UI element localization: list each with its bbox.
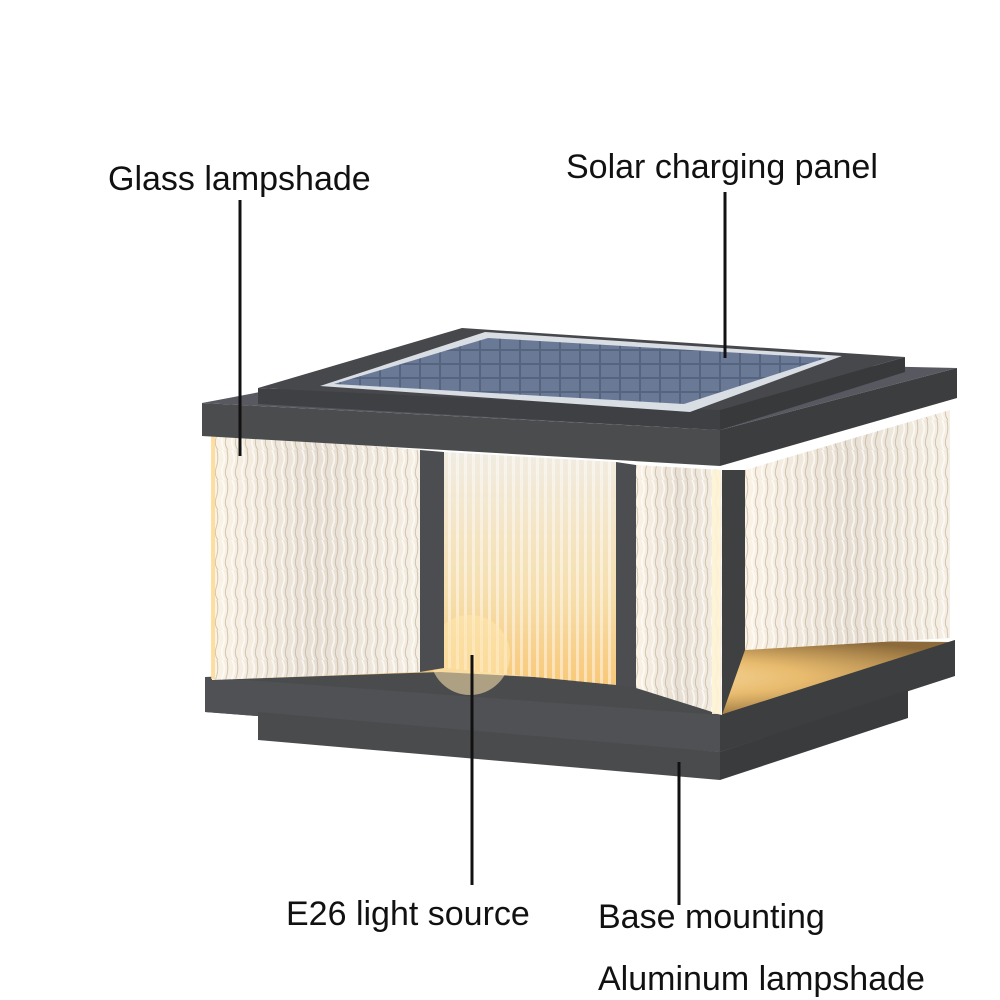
glass-lampshade-label: Glass lampshade xyxy=(108,160,371,198)
solar-panel xyxy=(320,332,842,412)
aluminum-lampshade-label: Aluminum lampshade xyxy=(598,960,925,998)
light-source-label: E26 light source xyxy=(286,895,530,933)
frame-posts xyxy=(420,450,745,715)
leader-lines xyxy=(238,192,727,905)
glass-lampshade xyxy=(211,410,950,715)
solar-panel-label: Solar charging panel xyxy=(566,148,878,186)
base-mounting-label: Base mounting xyxy=(598,898,825,936)
light-core xyxy=(430,452,616,695)
